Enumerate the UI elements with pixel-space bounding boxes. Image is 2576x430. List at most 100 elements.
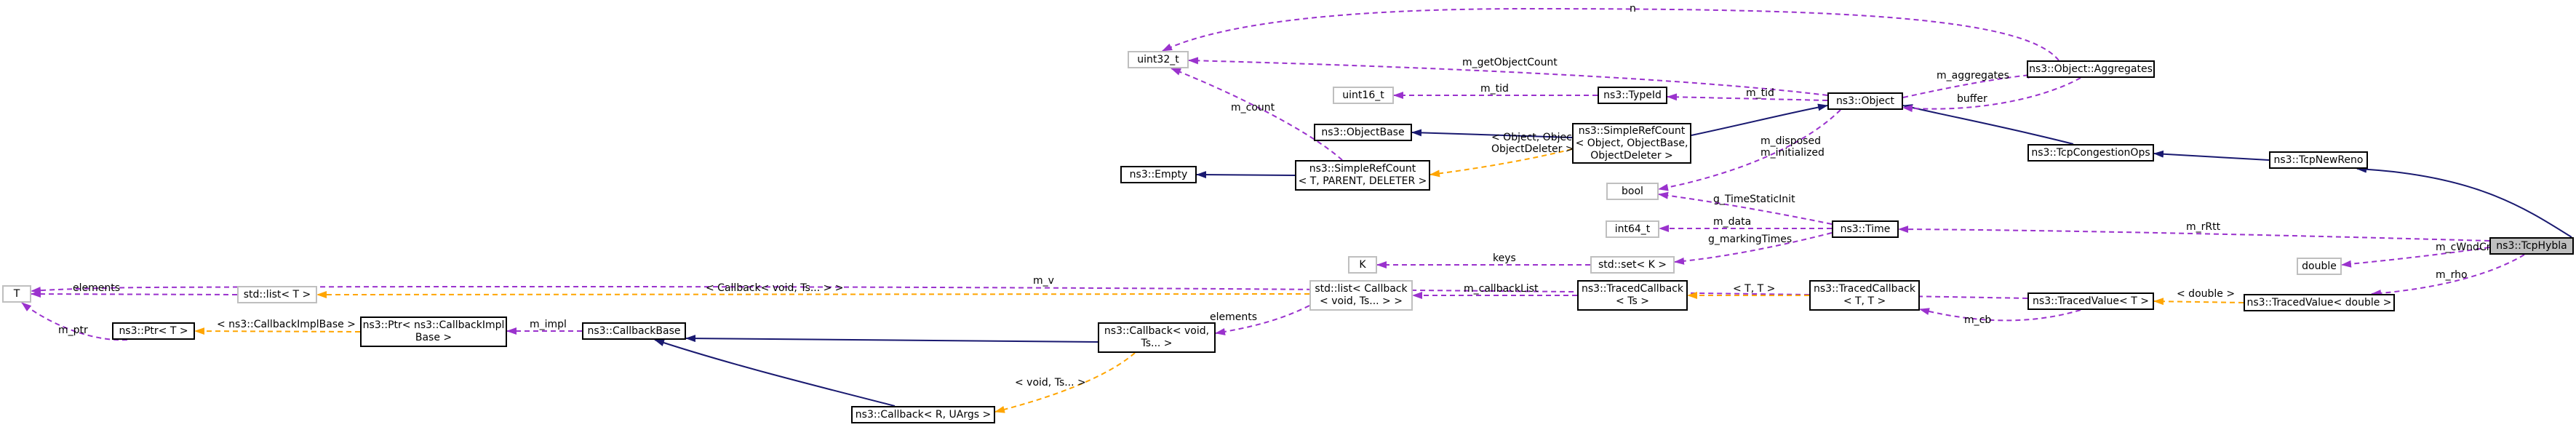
edge-label: keys (1493, 252, 1516, 264)
edge-tvdouble-tvt (2153, 298, 2244, 306)
edge-label: < ns3::CallbackImplBase > (217, 319, 356, 330)
node-label-line: std::set< K > (1598, 258, 1667, 271)
edge-cbr-cbbase (654, 339, 896, 407)
node-callback-r-uargs[interactable]: ns3::Callback< R, UArgs > (851, 406, 995, 423)
edge-label: m_initialized (1760, 147, 1825, 159)
node-label-line: < T, T > (1843, 295, 1886, 307)
edge-time-stdset (1674, 232, 1833, 265)
edge-tvt-tcbtt (1919, 308, 2081, 322)
node-object[interactable]: ns3::Object (1827, 92, 1903, 110)
node-label-line: ns3::TracedCallback (1582, 283, 1683, 295)
node-label-line: ns3::SimpleRefCount (1309, 163, 1416, 175)
edge-label: m_tid (1480, 83, 1509, 95)
edge-srcobj-object (1691, 103, 1828, 136)
node-double[interactable]: double (2297, 258, 2342, 275)
node-label-line: < void, Ts... > > (1320, 295, 1403, 307)
edge-label: m_data (1713, 216, 1751, 228)
edge-ptrimpl-ptrt (194, 327, 361, 335)
node-label-line: std::list< Callback (1315, 283, 1408, 295)
node-uint16[interactable]: uint16_t (1333, 87, 1394, 104)
edge-label: m_ptr (58, 325, 88, 336)
node-std-list-t[interactable]: std::list< T > (237, 286, 317, 303)
edge-stdlistcb-cbvoid (1215, 305, 1310, 335)
edge-hybla-time (1898, 226, 2490, 242)
edge-hybla-newreno (2356, 165, 2572, 238)
edge-label: ObjectDeleter > (1491, 143, 1574, 155)
edge-label: m_rho (2436, 269, 2468, 281)
node-label-line: uint16_t (1342, 89, 1384, 101)
edge-label: m_cWndCnt (2436, 242, 2497, 253)
edge-label: buffer (1957, 93, 1987, 105)
node-label-line: ns3::Ptr< T > (119, 325, 188, 337)
edge-congops-object (1902, 104, 2074, 145)
edge-aggregates-uint32 (1162, 7, 2059, 61)
node-k[interactable]: K (1348, 256, 1377, 274)
node-traced-callback-t-t[interactable]: ns3::TracedCallback< T, T > (1809, 280, 1920, 311)
node-t[interactable]: T (2, 285, 31, 303)
node-traced-value-double[interactable]: ns3::TracedValue< double > (2244, 294, 2395, 311)
node-std-set[interactable]: std::set< K > (1590, 256, 1675, 274)
node-tcp-congestion-ops[interactable]: ns3::TcpCongestionOps (2027, 144, 2154, 162)
node-label-line: < Ts > (1616, 295, 1649, 307)
node-label-line: ns3::TypeId (1603, 89, 1662, 101)
edge-label: n (1630, 3, 1636, 15)
edge-label: m_impl (530, 319, 567, 330)
edge-cbvoid-cbbase (685, 335, 1098, 343)
edge-object-bool (1658, 109, 1841, 191)
node-traced-value-t[interactable]: ns3::TracedValue< T > (2027, 292, 2154, 310)
node-label-line: ns3::SimpleRefCount (1578, 124, 1686, 137)
edge-label: m_v (1033, 275, 1054, 287)
edge-label: elements (1210, 311, 1257, 323)
node-label-line: T (13, 287, 20, 300)
node-time[interactable]: ns3::Time (1832, 220, 1899, 238)
edge-cbvoid-cbr (994, 352, 1136, 413)
node-tcp-new-reno[interactable]: ns3::TcpNewReno (2269, 151, 2368, 169)
node-label-line: int64_t (1614, 223, 1651, 235)
node-int64[interactable]: int64_t (1606, 220, 1659, 238)
edge-object-typeid (1667, 93, 1828, 101)
edge-stdlistt-t (31, 290, 238, 298)
node-simple-ref-count-t[interactable]: ns3::SimpleRefCount< T, PARENT, DELETER … (1295, 160, 1430, 191)
node-label-line: ns3::Callback< void, (1104, 325, 1210, 337)
node-label-line: ns3::Object (1835, 95, 1895, 107)
node-uint32[interactable]: uint32_t (1128, 51, 1189, 68)
edge-label: < Callback< void, Ts... > > (706, 282, 844, 294)
node-object-aggregates[interactable]: ns3::Object::Aggregates (2027, 60, 2155, 78)
edge-label: m_callbackList (1464, 283, 1539, 295)
edge-label: m_cb (1964, 314, 1991, 326)
edge-label: < double > (2177, 288, 2235, 300)
edge-stdlistcb-stdlistt (316, 290, 1310, 298)
edge-object-uint32 (1188, 57, 1828, 96)
edge-hybla-double (2341, 247, 2490, 268)
edge-label: m_count (1231, 102, 1275, 114)
node-label-line: bool (1622, 185, 1643, 197)
node-bool[interactable]: bool (1606, 183, 1659, 200)
node-simple-ref-count-object[interactable]: ns3::SimpleRefCount< Object, ObjectBase,… (1572, 123, 1691, 164)
node-empty[interactable]: ns3::Empty (1120, 166, 1197, 183)
node-callback-base[interactable]: ns3::CallbackBase (582, 322, 686, 340)
node-traced-callback-ts[interactable]: ns3::TracedCallback< Ts > (1577, 280, 1688, 311)
edge-label: elements (73, 282, 120, 294)
node-label-line: ObjectDeleter > (1590, 149, 1673, 162)
edge-label: m_rRtt (2186, 221, 2221, 233)
node-label-line: ns3::TcpNewReno (2273, 154, 2364, 166)
node-callback-void-ts[interactable]: ns3::Callback< void,Ts... > (1098, 322, 1216, 353)
edge-srct-srcobj (1429, 148, 1573, 178)
edge-label: < T, T > (1733, 283, 1775, 295)
node-label-line: double (2302, 260, 2337, 272)
node-label-line: ns3::TcpHybla (2496, 239, 2567, 252)
node-label-line: ns3::TracedValue< double > (2246, 296, 2392, 308)
node-ptr-t[interactable]: ns3::Ptr< T > (112, 322, 195, 340)
node-object-base[interactable]: ns3::ObjectBase (1314, 124, 1412, 141)
node-label-line: ns3::ObjectBase (1321, 126, 1405, 138)
edge-aggregates-object (1902, 77, 2081, 113)
edge-tvt-t (31, 285, 2028, 299)
node-type-id[interactable]: ns3::TypeId (1598, 87, 1667, 104)
edge-label: m_aggregates (1937, 70, 2009, 81)
node-std-list-callback[interactable]: std::list< Callback< void, Ts... > > (1309, 280, 1413, 311)
node-tcp-hybla[interactable]: ns3::TcpHybla (2489, 237, 2574, 255)
edge-time-bool (1658, 191, 1833, 225)
node-label-line: ns3::TcpCongestionOps (2031, 146, 2150, 159)
